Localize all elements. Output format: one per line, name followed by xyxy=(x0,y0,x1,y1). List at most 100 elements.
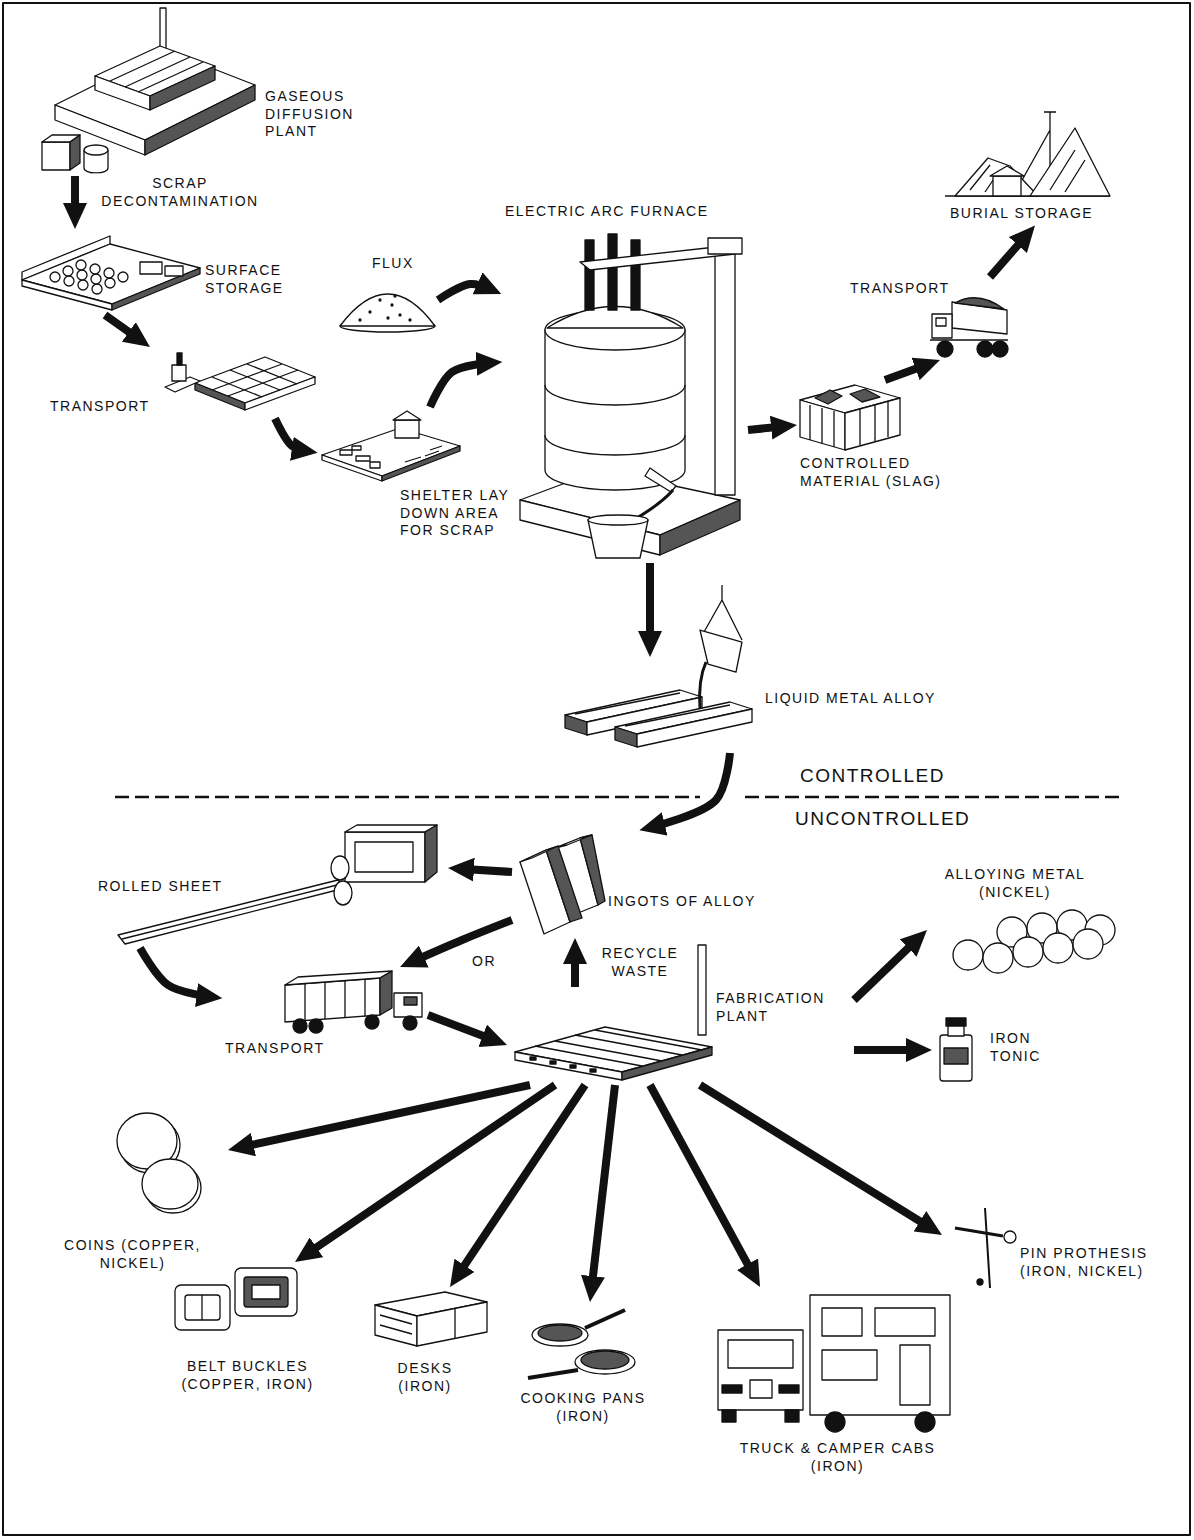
station-label: ELECTRIC ARC FURNACE xyxy=(505,203,745,221)
laydown-area-drawing xyxy=(322,411,460,481)
truck-cabs-drawing xyxy=(728,1340,793,1368)
ingot-molds-drawing xyxy=(625,705,730,726)
truck-cabs-drawing xyxy=(822,1350,877,1380)
cooking-pans-drawing xyxy=(532,1324,588,1346)
flow-arrow xyxy=(571,950,579,987)
rolling-mill-drawing xyxy=(425,825,437,882)
diffusion-plant-drawing xyxy=(42,8,255,173)
control-boundary xyxy=(115,796,1120,797)
surface-storage-drawing xyxy=(63,266,73,276)
flow-arrow xyxy=(140,948,210,997)
ingots-drawing xyxy=(520,846,558,862)
surface-storage-drawing xyxy=(22,236,200,310)
flux-pile-drawing xyxy=(399,314,401,316)
station-label: SURFACE STORAGE xyxy=(205,262,305,297)
diffusion-plant-drawing xyxy=(70,135,80,170)
station-label: DESKS (IRON) xyxy=(380,1360,470,1395)
station: INGOTS OF ALLOY xyxy=(515,835,783,935)
station: FABRICATION PLANT xyxy=(510,990,851,1082)
semi-truck-drawing xyxy=(394,993,422,1017)
flow-arrow xyxy=(457,1085,585,1277)
pin-prosthesis-drawing xyxy=(1004,1231,1016,1243)
laydown-area-drawing xyxy=(322,455,382,481)
surface-storage-drawing xyxy=(78,280,88,290)
laydown-area-drawing xyxy=(356,456,370,461)
tonic-bottle-drawing xyxy=(940,1035,972,1081)
station: DESKS (IRON) xyxy=(372,1290,487,1395)
burial-site-drawing xyxy=(1030,128,1110,196)
flow-arrow xyxy=(650,1085,754,1276)
page-frame xyxy=(3,3,1190,1535)
semi-truck-drawing xyxy=(285,971,422,1033)
tonic-bottle-drawing xyxy=(944,1048,968,1064)
flux-pile-drawing xyxy=(391,304,393,306)
station-label: LIQUID METAL ALLOY xyxy=(765,690,975,708)
barge-drawing xyxy=(177,353,182,365)
slag-container-drawing xyxy=(815,390,842,404)
truck-cabs-drawing xyxy=(750,1380,772,1398)
station-label: TRANSPORT xyxy=(50,398,160,416)
cooking-pans-drawing xyxy=(528,1310,635,1378)
surface-storage-drawing xyxy=(50,272,60,282)
flux-pile-drawing xyxy=(409,319,411,321)
rolling-mill-drawing xyxy=(345,832,425,882)
station-label: INGOTS OF ALLOY xyxy=(608,893,783,911)
flux-pile-drawing xyxy=(394,295,396,297)
station-label: COOKING PANS (IRON) xyxy=(508,1390,658,1425)
semi-truck-drawing xyxy=(293,1019,307,1033)
station: TRUCK & CAMPER CABS (IRON) xyxy=(712,1290,952,1475)
ingot-molds-drawing xyxy=(565,585,752,747)
diffusion-plant-drawing xyxy=(110,51,203,92)
surface-storage-drawing xyxy=(118,272,128,282)
ingot-molds-drawing xyxy=(700,662,706,708)
dump-truck-drawing xyxy=(937,341,953,357)
dump-truck-drawing xyxy=(930,298,1008,357)
slag-container-drawing xyxy=(810,401,888,447)
flow-arrow xyxy=(240,1085,530,1147)
flux-pile-drawing xyxy=(340,294,435,326)
flow-arrow xyxy=(885,364,929,380)
station: BELT BUCKLES (COPPER, IRON) xyxy=(165,1265,330,1393)
arc-furnace-drawing xyxy=(715,250,735,495)
station-label: CONTROLLED MATERIAL (SLAG) xyxy=(800,455,970,490)
slag-container-drawing xyxy=(850,389,880,402)
truck-cabs-drawing xyxy=(785,1410,799,1422)
semi-truck-drawing xyxy=(380,971,392,1015)
ingot-molds-drawing xyxy=(565,715,587,735)
station: COINS (COPPER, NICKEL) xyxy=(40,1105,225,1272)
dump-truck-drawing xyxy=(977,341,993,357)
slag-container-drawing xyxy=(845,398,900,450)
zone-label: CONTROLLED xyxy=(800,765,945,788)
tonic-bottle-drawing xyxy=(940,1018,972,1081)
rolling-mill-drawing xyxy=(331,856,349,880)
flow-arrow xyxy=(990,235,1027,277)
station-label: PIN PROTHESIS (IRON, NICKEL) xyxy=(1020,1245,1180,1280)
ingots-drawing xyxy=(580,835,605,905)
fabrication-plant-drawing xyxy=(515,1052,622,1080)
arc-furnace-drawing xyxy=(588,520,648,558)
truck-cabs-drawing xyxy=(875,1308,935,1336)
rolling-mill-drawing xyxy=(345,825,437,832)
station: COOKING PANS (IRON) xyxy=(508,1305,658,1425)
flux-pile-drawing xyxy=(379,299,381,301)
truck-cabs-drawing xyxy=(915,1412,935,1432)
rolling-mill-drawing xyxy=(334,881,352,905)
arc-furnace-drawing xyxy=(631,240,640,310)
arc-furnace-drawing xyxy=(645,468,676,492)
barge-drawing xyxy=(212,364,298,397)
station: ELECTRIC ARC FURNACE xyxy=(505,203,745,560)
station: TRANSPORT xyxy=(225,970,425,1058)
semi-truck-drawing xyxy=(305,979,365,1020)
burial-site-drawing xyxy=(970,150,1085,192)
station-label: FABRICATION PLANT xyxy=(716,990,851,1025)
station: BURIAL STORAGE xyxy=(945,110,1115,223)
station: ROLLED SHEET xyxy=(98,825,445,945)
surface-storage-drawing xyxy=(104,268,114,278)
station: FLUX xyxy=(340,255,435,332)
flow-arrow xyxy=(105,315,140,340)
truck-cabs-drawing xyxy=(722,1385,742,1393)
fabrication-plant-drawing xyxy=(530,1057,536,1060)
ingot-molds-drawing xyxy=(704,585,742,640)
burial-site-drawing xyxy=(955,158,1038,196)
